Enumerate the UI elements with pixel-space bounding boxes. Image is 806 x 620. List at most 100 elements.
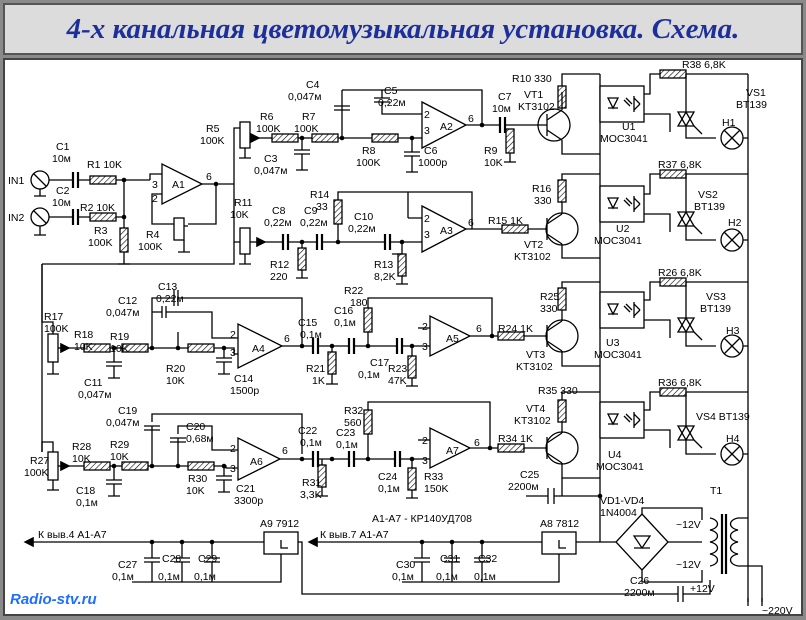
- label-u1: U1: [622, 121, 636, 133]
- label-vs3v: BT139: [700, 303, 731, 315]
- label-c20: C20: [186, 421, 205, 433]
- label-c7: C7: [498, 91, 512, 103]
- label-a7: A7: [446, 445, 459, 457]
- label-u2: U2: [616, 223, 630, 235]
- label-c23: C23: [336, 427, 355, 439]
- label-r4v: 100K: [138, 241, 163, 253]
- label-c27v: 0,1м: [112, 571, 134, 583]
- label-r30: R30: [188, 473, 207, 485]
- label-c2v: 10м: [52, 197, 71, 209]
- label-r13: R13: [374, 259, 393, 271]
- channel-4: [41, 342, 600, 499]
- label-c31v: 0,1м: [436, 571, 458, 583]
- component-labels: IN1 IN2 C1 10м C2 10м R1 10K R2 10K R3 1…: [8, 59, 793, 617]
- label-r18: R18: [74, 329, 93, 341]
- pin-a3-6: 6: [468, 217, 474, 229]
- label-c15: C15: [298, 317, 317, 329]
- label-r23v: 47K: [388, 375, 407, 387]
- label-t1: T1: [710, 485, 722, 497]
- label-r22: R22: [344, 285, 363, 297]
- label-r19: R19: [110, 331, 129, 343]
- label-c30: C30: [396, 559, 415, 571]
- channel-1: [239, 73, 600, 173]
- label-r32v: 560: [344, 417, 362, 429]
- label-c22: C22: [298, 425, 317, 437]
- label-r31: R31: [302, 477, 321, 489]
- pin-a7-3: 3: [422, 455, 428, 467]
- label-c27: C27: [118, 559, 137, 571]
- label-c6v: 1000р: [418, 157, 447, 169]
- label-c3: C3: [264, 153, 278, 165]
- label-r21: R21: [306, 363, 325, 375]
- channel-2: [239, 173, 600, 285]
- label-in2: IN2: [8, 212, 25, 224]
- label-v12a: ~12V: [676, 519, 701, 531]
- schematic-diagram: IN1 IN2 C1 10м C2 10м R1 10K R2 10K R3 1…: [8, 59, 793, 617]
- label-c18v: 0,1м: [76, 497, 98, 509]
- label-vt3: VT3: [526, 349, 545, 361]
- label-c13: C13: [158, 281, 177, 293]
- label-r35: R35 330: [538, 385, 578, 397]
- label-c24: C24: [378, 471, 397, 483]
- label-vs2: VS2: [698, 189, 718, 201]
- label-vs1: VS1: [746, 87, 766, 99]
- label-c32v: 0,1м: [474, 571, 496, 583]
- label-r6: R6: [260, 111, 274, 123]
- label-vt1: VT1: [524, 89, 543, 101]
- input-section: [30, 170, 150, 265]
- pin-a4-2: 2: [230, 329, 236, 341]
- label-c26: C26: [630, 575, 649, 587]
- channel-3: [41, 242, 600, 387]
- label-c8v: 0,22м: [264, 217, 292, 229]
- schematic-sheet: IN1 IN2 C1 10м C2 10м R1 10K R2 10K R3 1…: [3, 58, 803, 617]
- pin-a7-6: 6: [474, 437, 480, 449]
- label-v220: ~220V: [762, 605, 793, 614]
- label-a8: A8 7812: [540, 518, 579, 530]
- pin-a6-2: 2: [230, 443, 236, 455]
- output-section: [561, 69, 749, 602]
- label-h3: H3: [726, 325, 740, 337]
- label-vs3: VS3: [706, 291, 726, 303]
- pin-a4-6: 6: [284, 333, 290, 345]
- label-r15: R15 1K: [488, 215, 523, 227]
- label-c24v: 0,1м: [378, 483, 400, 495]
- lamp-h4: [720, 442, 748, 466]
- pin-a3-2: 2: [424, 213, 430, 225]
- label-c25v: 2200м: [508, 481, 539, 493]
- label-a6: A6: [250, 456, 263, 468]
- label-r19v: 10K: [110, 343, 129, 355]
- label-c3v: 0,047м: [254, 165, 288, 177]
- label-r14: R14: [310, 189, 329, 201]
- label-r6v: 100K: [256, 123, 281, 135]
- label-u4: U4: [608, 449, 622, 461]
- label-c17: C17: [370, 357, 389, 369]
- label-c21: C21: [236, 483, 255, 495]
- label-r5v: 100K: [200, 135, 225, 147]
- label-c2: C2: [56, 185, 70, 197]
- label-r33: R33: [424, 471, 443, 483]
- label-u4v: MOC3041: [596, 461, 644, 473]
- pin-a2-3: 3: [424, 125, 430, 137]
- label-in1: IN1: [8, 175, 25, 187]
- label-c10v: 0,22м: [348, 223, 376, 235]
- label-c21v: 3300р: [234, 495, 263, 507]
- pin-a1-3: 3: [152, 179, 158, 191]
- label-c10: C10: [354, 211, 373, 223]
- label-r16v: 330: [534, 195, 552, 207]
- label-a9: A9 7912: [260, 518, 299, 530]
- label-c14v: 1500р: [230, 385, 259, 397]
- label-c6: C6: [424, 145, 438, 157]
- label-c22v: 0,1м: [300, 437, 322, 449]
- label-u1v: MOC3041: [600, 133, 648, 145]
- label-r16: R16: [532, 183, 551, 195]
- label-r3: R3: [94, 225, 108, 237]
- label-c12: C12: [118, 295, 137, 307]
- label-c1: C1: [56, 141, 70, 153]
- label-r24: R24 1K: [498, 323, 533, 335]
- label-r36: R36 6,8K: [658, 377, 702, 389]
- label-r11v: 10K: [230, 209, 249, 221]
- label-r26: R26 6,8K: [658, 267, 702, 279]
- page-title: 4-х канальная цветомузыкальная установка…: [66, 12, 740, 45]
- label-c25: C25: [520, 469, 539, 481]
